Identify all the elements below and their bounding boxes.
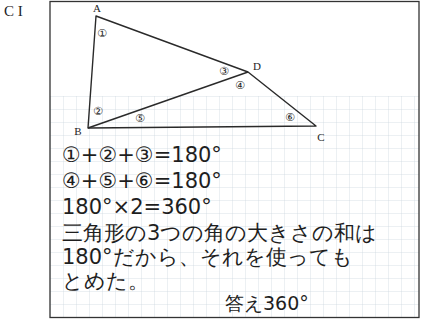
angle-number: ⑥ <box>285 112 295 124</box>
vertex-label: D <box>253 60 261 72</box>
explanation-line: 三角形の3つの角の大きさの和は <box>62 222 377 245</box>
angle-number: ④ <box>235 80 245 92</box>
vertex-label: C <box>317 131 324 143</box>
diagonal-bd <box>88 72 248 128</box>
angle-number: ③ <box>219 66 229 78</box>
quadrilateral-figure <box>88 16 316 128</box>
vertex-label: A <box>93 2 101 14</box>
angle-number: ② <box>93 106 103 118</box>
angle-number: ⑤ <box>135 113 145 125</box>
answer-line: 答え360° <box>225 293 309 314</box>
explanation-line: とめた。 <box>62 270 149 293</box>
equation-line: ④+⑤+⑥=180° <box>62 170 222 193</box>
equation-line: 180°×2=360° <box>62 196 212 219</box>
grid-paper <box>50 96 419 317</box>
answer-frame <box>50 2 419 318</box>
equation-line: ①+②+③=180° <box>62 144 222 167</box>
quadrilateral-abcd <box>88 16 316 128</box>
vertex-label: B <box>74 125 81 137</box>
question-number: C I <box>4 3 23 20</box>
explanation-line: 180°だから、それを使っても <box>62 246 353 269</box>
angle-number: ① <box>97 28 107 40</box>
